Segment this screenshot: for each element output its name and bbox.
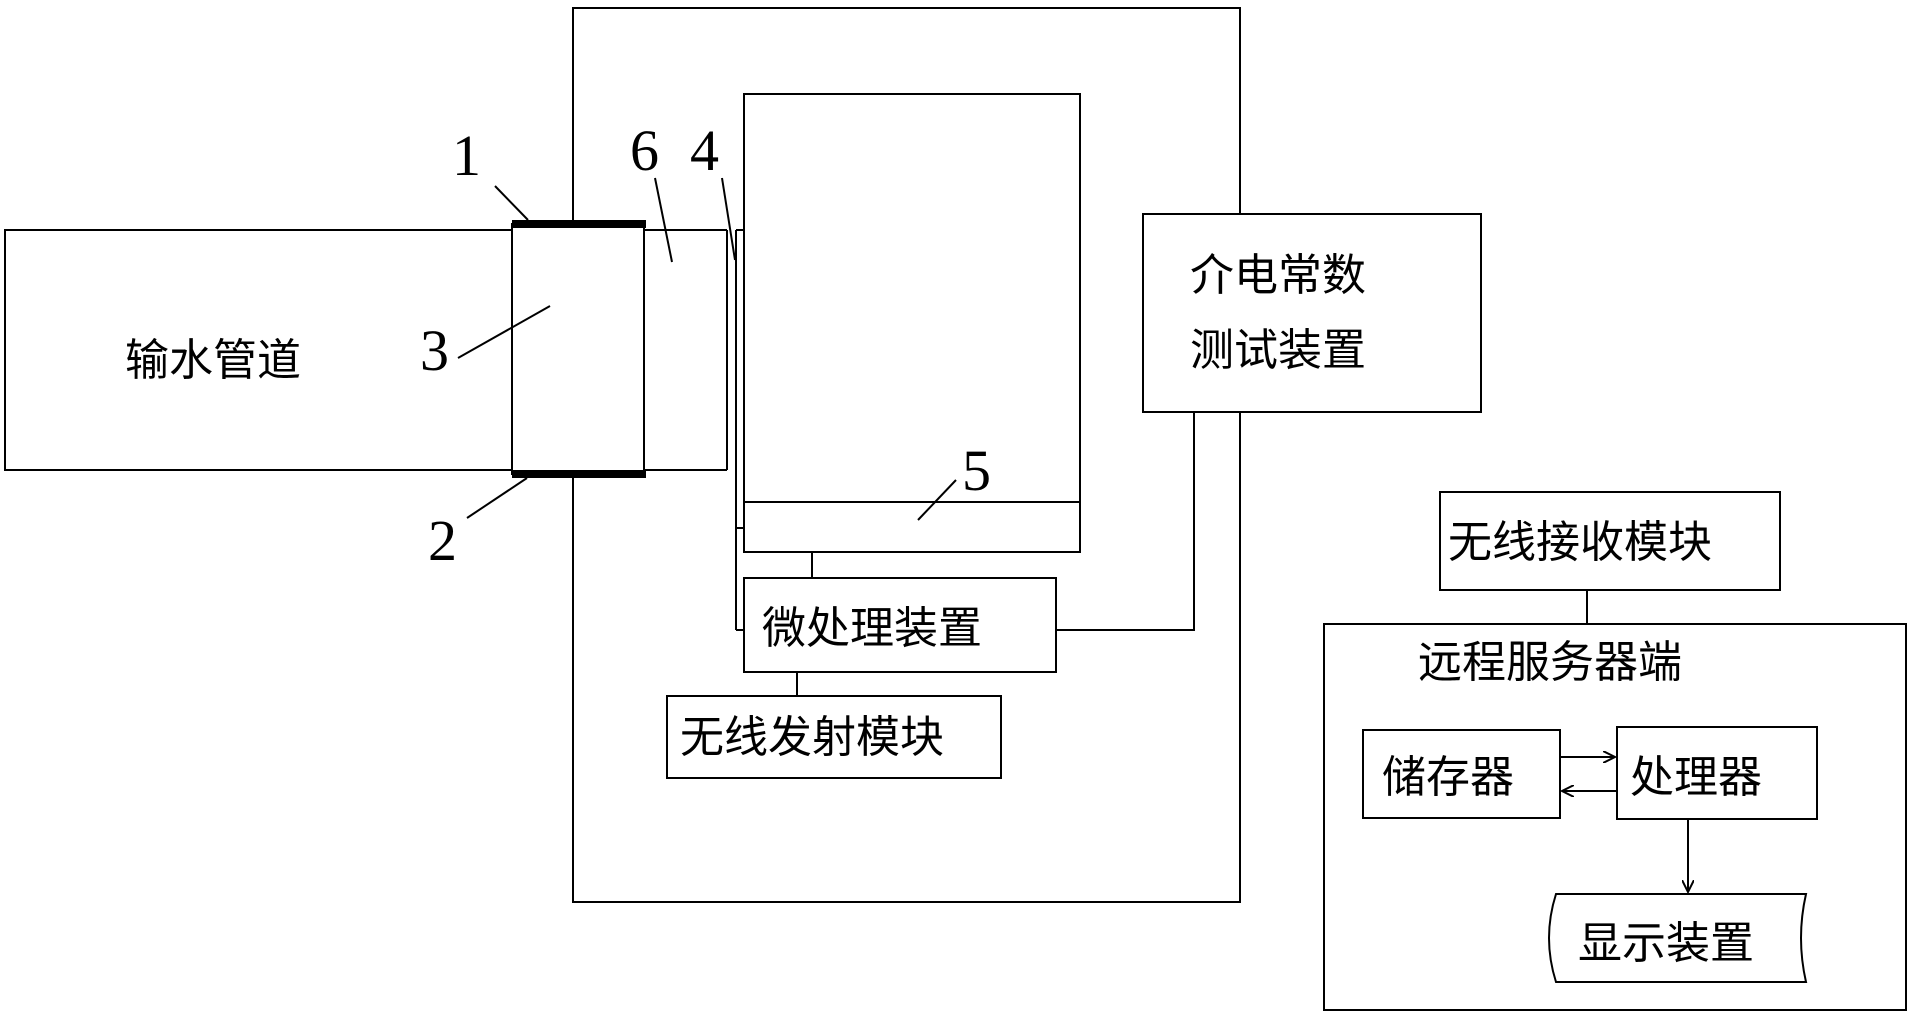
electrode-section xyxy=(511,223,645,475)
remote-server-label: 远程服务器端 xyxy=(1418,637,1682,688)
processor-label: 处理器 xyxy=(1630,752,1762,803)
ref-number-1: 1 xyxy=(452,123,481,188)
leader-4 xyxy=(721,177,736,261)
wireless-receive-label: 无线接收模块 xyxy=(1448,517,1712,568)
ref-number-6: 6 xyxy=(630,118,659,183)
display-box xyxy=(1548,893,1808,983)
storage-box xyxy=(1362,729,1561,819)
ref-number-5: 5 xyxy=(962,438,991,503)
leader-6 xyxy=(654,177,673,263)
wireless-transmit-box xyxy=(666,695,1002,779)
ref-number-4: 4 xyxy=(690,118,719,183)
wireless-receive-box xyxy=(1439,491,1781,591)
leader-1 xyxy=(494,185,529,221)
wireless-transmit-label: 无线发射模块 xyxy=(680,712,944,763)
water-pipe xyxy=(4,229,516,471)
ref-number-2: 2 xyxy=(428,508,457,573)
leader-3 xyxy=(457,305,551,359)
display-label: 显示装置 xyxy=(1578,918,1754,969)
microprocessor-label: 微处理装置 xyxy=(762,603,982,654)
dielectric-tester-box xyxy=(1142,213,1482,413)
leader-2 xyxy=(466,477,528,519)
dielectric-label-line2: 测试装置 xyxy=(1190,325,1366,376)
microprocessor-box xyxy=(743,577,1057,673)
ref-number-3: 3 xyxy=(420,318,449,383)
wire-micro-to-dielectric xyxy=(1056,412,1195,631)
processor-box xyxy=(1616,726,1818,820)
pipe-label: 输水管道 xyxy=(125,335,301,386)
tank-box xyxy=(743,93,1081,553)
dielectric-label-line1: 介电常数 xyxy=(1190,250,1366,301)
storage-label: 储存器 xyxy=(1382,752,1514,803)
leader-5 xyxy=(917,479,957,521)
